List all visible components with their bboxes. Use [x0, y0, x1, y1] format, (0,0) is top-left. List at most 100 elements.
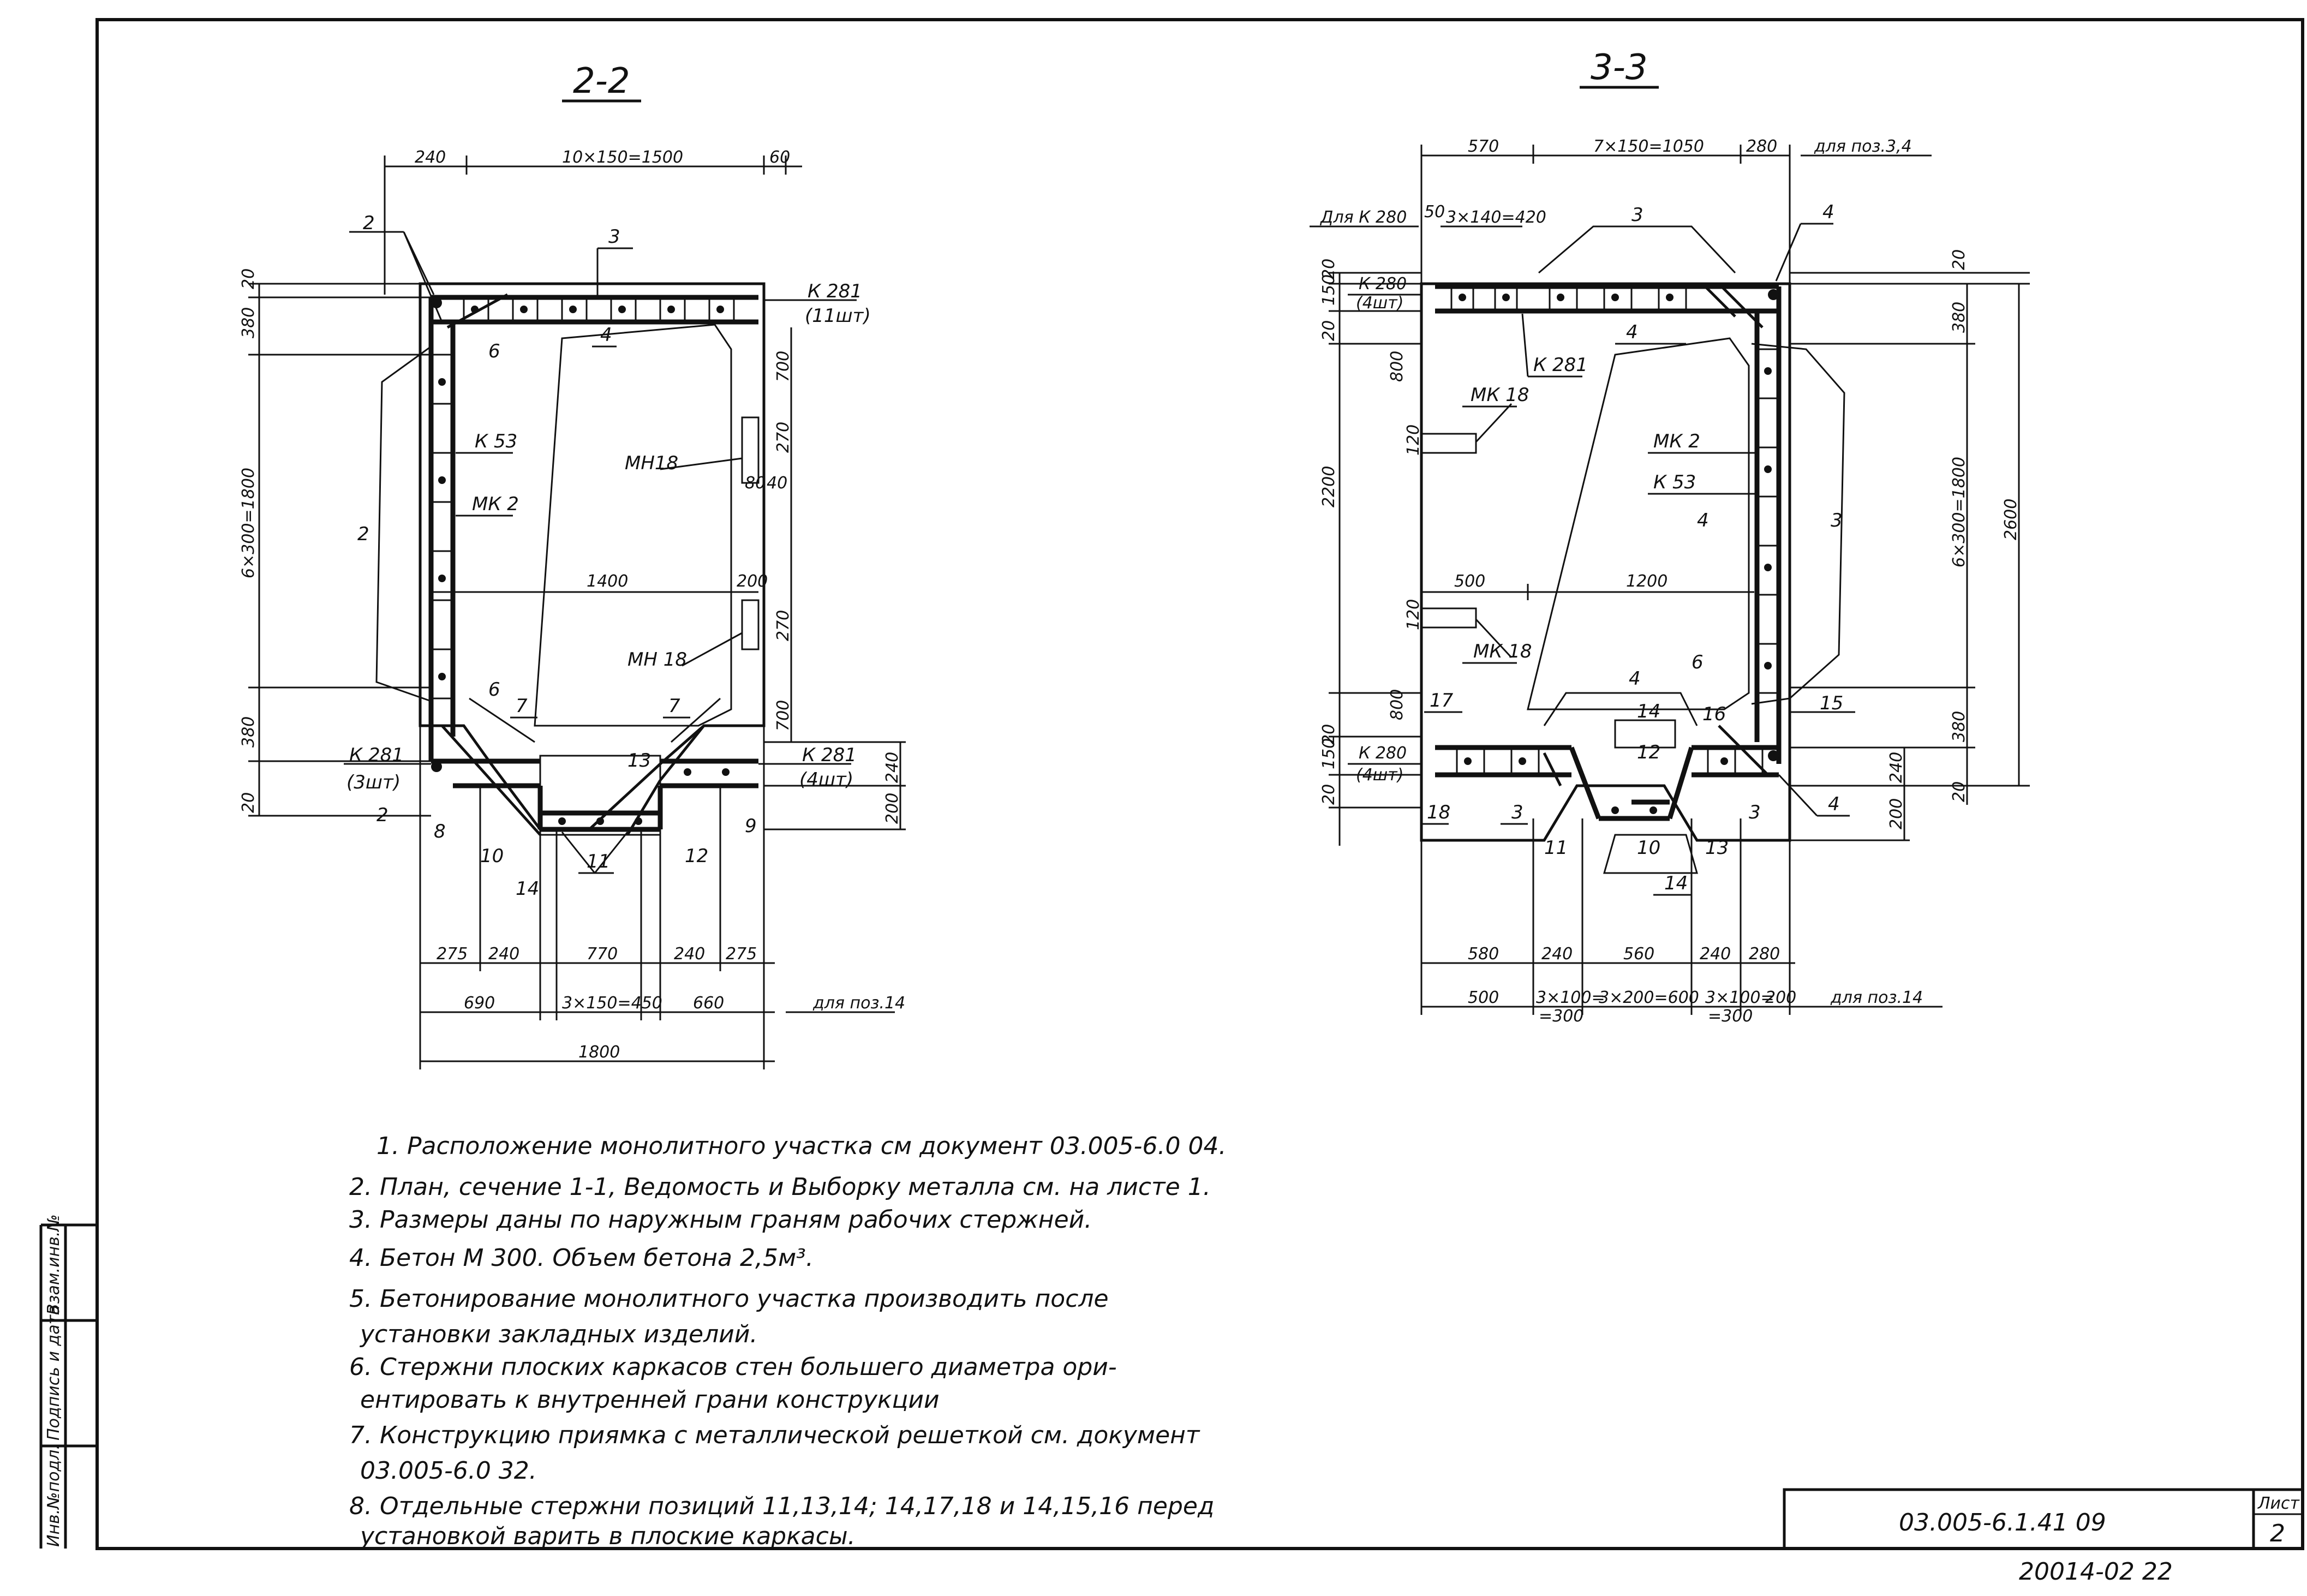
dim-a-right-6: 700 — [774, 700, 793, 731]
dim-b-bot2-5: =300 — [1708, 1007, 1753, 1026]
dim-b-left-0: 20 — [1319, 259, 1338, 279]
dim-a-top-0: 240 — [415, 148, 446, 167]
section-b-wall-stirrups — [1757, 348, 1779, 694]
label-a-k281-top-qty: (11шт) — [805, 305, 871, 327]
note-1: 1. Расположение монолитного участка см д… — [376, 1132, 1226, 1160]
side-sign-label: Подпись и дата — [44, 1305, 63, 1441]
dim-a-bot1-3: 240 — [674, 945, 705, 964]
dim-a-left-3: 380 — [239, 716, 258, 748]
section-a-bar-dots — [431, 297, 730, 825]
pos-b-6: 6 — [1692, 651, 1704, 673]
dim-b-inner-1200: 1200 — [1626, 572, 1668, 591]
label-b-k280-bot: К 280 — [1359, 744, 1407, 763]
label-a-k281-right: К 281 — [802, 744, 857, 766]
pos-b-3-mid: 3 — [1831, 510, 1843, 531]
dim-b-top-2: 280 — [1746, 137, 1777, 156]
dim-a-left-2: 6×300=1800 — [239, 468, 258, 578]
pos-b-14-bot: 14 — [1664, 872, 1688, 894]
label-b-k280-bot-qty: (4шт) — [1356, 766, 1403, 785]
pos-b-16: 16 — [1702, 703, 1726, 725]
label-a-k281-right-qty: (4шт) — [799, 769, 853, 791]
note-5: 5. Бетонирование монолитного участка про… — [349, 1285, 1109, 1313]
sheet-frame — [39, 18, 2304, 1550]
dim-b-for-pos34: для поз.3,4 — [1814, 137, 1912, 156]
label-a-k281-left-qty: (3шт) — [346, 772, 401, 793]
dim-b-right-2: 6×300=1800 — [1950, 457, 1969, 567]
dim-a-top-2: 60 — [769, 148, 790, 167]
doc-code: 03.005-6.1.41 09 — [1899, 1509, 2106, 1537]
pos-a-2-mid: 2 — [357, 523, 369, 545]
label-a-mn18-a: МН18 — [625, 452, 678, 474]
dim-a-bot2-0: 690 — [464, 994, 495, 1013]
pos-a-10: 10 — [480, 845, 504, 867]
dim-b-bot1-2: 560 — [1623, 945, 1654, 964]
pos-b-12: 12 — [1637, 742, 1660, 763]
pos-b-4-mid: 4 — [1697, 510, 1709, 531]
section-b-bar-dots — [1459, 289, 1779, 814]
dim-a-right-4: 200 — [737, 572, 768, 591]
dim-a-bot1-2: 770 — [587, 945, 618, 964]
dim-a-right-2: 80 — [745, 474, 766, 493]
dim-b-left-6: 20 — [1319, 724, 1338, 745]
pos-b-3-bot-right: 3 — [1749, 802, 1761, 823]
pos-b-10: 10 — [1637, 837, 1660, 859]
pos-a-7-left: 7 — [516, 695, 528, 717]
pos-b-4-top-right: 4 — [1822, 201, 1834, 223]
dim-b-left-8: 20 — [1319, 784, 1338, 805]
pos-a-3: 3 — [608, 226, 620, 248]
dim-b-right-small-0: 240 — [1887, 752, 1906, 783]
section-b-top-stirrups — [1450, 286, 1687, 311]
pos-b-14-top: 14 — [1637, 701, 1660, 722]
section-2-2: 2-2 240 10×150=1500 60 — [239, 61, 906, 1069]
title-block: 03.005-6.1.41 09 Лист 2 20014-02 22 — [1783, 1488, 2304, 1586]
dim-b-bot2-1: 3×100= — [1536, 988, 1605, 1007]
dim-b-left-1: 150 — [1319, 274, 1338, 306]
dim-a-left-4: 20 — [239, 792, 258, 813]
dim-b-left-3: 800 — [1388, 351, 1407, 382]
dim-b-for-pos14: для поз.14 — [1830, 988, 1923, 1007]
pos-b-4-under: 4 — [1626, 321, 1638, 343]
note-6: 6. Стержни плоских каркасов стен большег… — [349, 1353, 1117, 1381]
dim-b-right-0: 20 — [1950, 249, 1969, 270]
dim-a-bottom-total: 1800 — [578, 1043, 620, 1062]
note-5b: установки закладных изделий. — [359, 1320, 757, 1348]
pos-b-13: 13 — [1705, 837, 1729, 859]
section-b-title: 3-3 — [1591, 47, 1648, 88]
dim-b-right-small-1: 200 — [1887, 798, 1906, 829]
dim-b-left-small-0: 120 — [1404, 425, 1423, 456]
side-strip-labels: Инв.№подл. Подпись и дата Взам.инв.№ — [44, 1214, 63, 1547]
section-a-top-stirrups — [463, 297, 735, 322]
dim-b-left-5: 800 — [1388, 689, 1407, 720]
dim-a-bot1-1: 240 — [488, 945, 519, 964]
pos-a-8: 8 — [434, 821, 446, 842]
note-8b: установкой варить в плоские каркасы. — [359, 1522, 856, 1550]
pos-a-2-bot: 2 — [376, 804, 389, 826]
pos-a-6-top: 6 — [488, 340, 500, 362]
dim-b-bot1-4: 280 — [1749, 945, 1780, 964]
label-b-mk18-a: МК 18 — [1471, 384, 1529, 406]
notes: 1. Расположение монолитного участка см д… — [349, 1132, 1226, 1550]
pos-b-15: 15 — [1820, 692, 1843, 714]
label-a-k281-top: К 281 — [808, 280, 862, 302]
dim-b-left-small-1: 120 — [1404, 599, 1423, 630]
dim-b-top-small-0: 50 — [1424, 202, 1445, 222]
pos-a-14: 14 — [516, 878, 539, 900]
dim-a-left-0: 20 — [239, 268, 258, 289]
dim-a-bot2-2: 660 — [693, 994, 724, 1013]
pos-a-6-bot: 6 — [488, 679, 500, 701]
pos-b-18: 18 — [1427, 802, 1450, 823]
section-a-wall-stirrups — [431, 354, 453, 700]
section-a-title: 2-2 — [573, 61, 630, 101]
pos-a-2-top: 2 — [363, 212, 375, 234]
label-a-mk2: МК 2 — [472, 493, 519, 515]
label-a-mn18-b: МН 18 — [627, 649, 687, 671]
dim-b-inner-500: 500 — [1454, 572, 1485, 591]
dim-a-right-0: 700 — [774, 351, 793, 382]
note-7: 7. Конструкцию приямка с металлической р… — [349, 1421, 1200, 1449]
dim-a-bot1-4: 275 — [726, 945, 757, 964]
note-3: 3. Размеры даны по наружным граням рабоч… — [349, 1206, 1092, 1234]
dim-b-bot2-3: 3×200=600 — [1599, 988, 1699, 1007]
sheet-number: 2 — [2270, 1520, 2285, 1547]
archive-code: 20014-02 22 — [2019, 1558, 2173, 1586]
pos-a-13: 13 — [627, 750, 651, 772]
